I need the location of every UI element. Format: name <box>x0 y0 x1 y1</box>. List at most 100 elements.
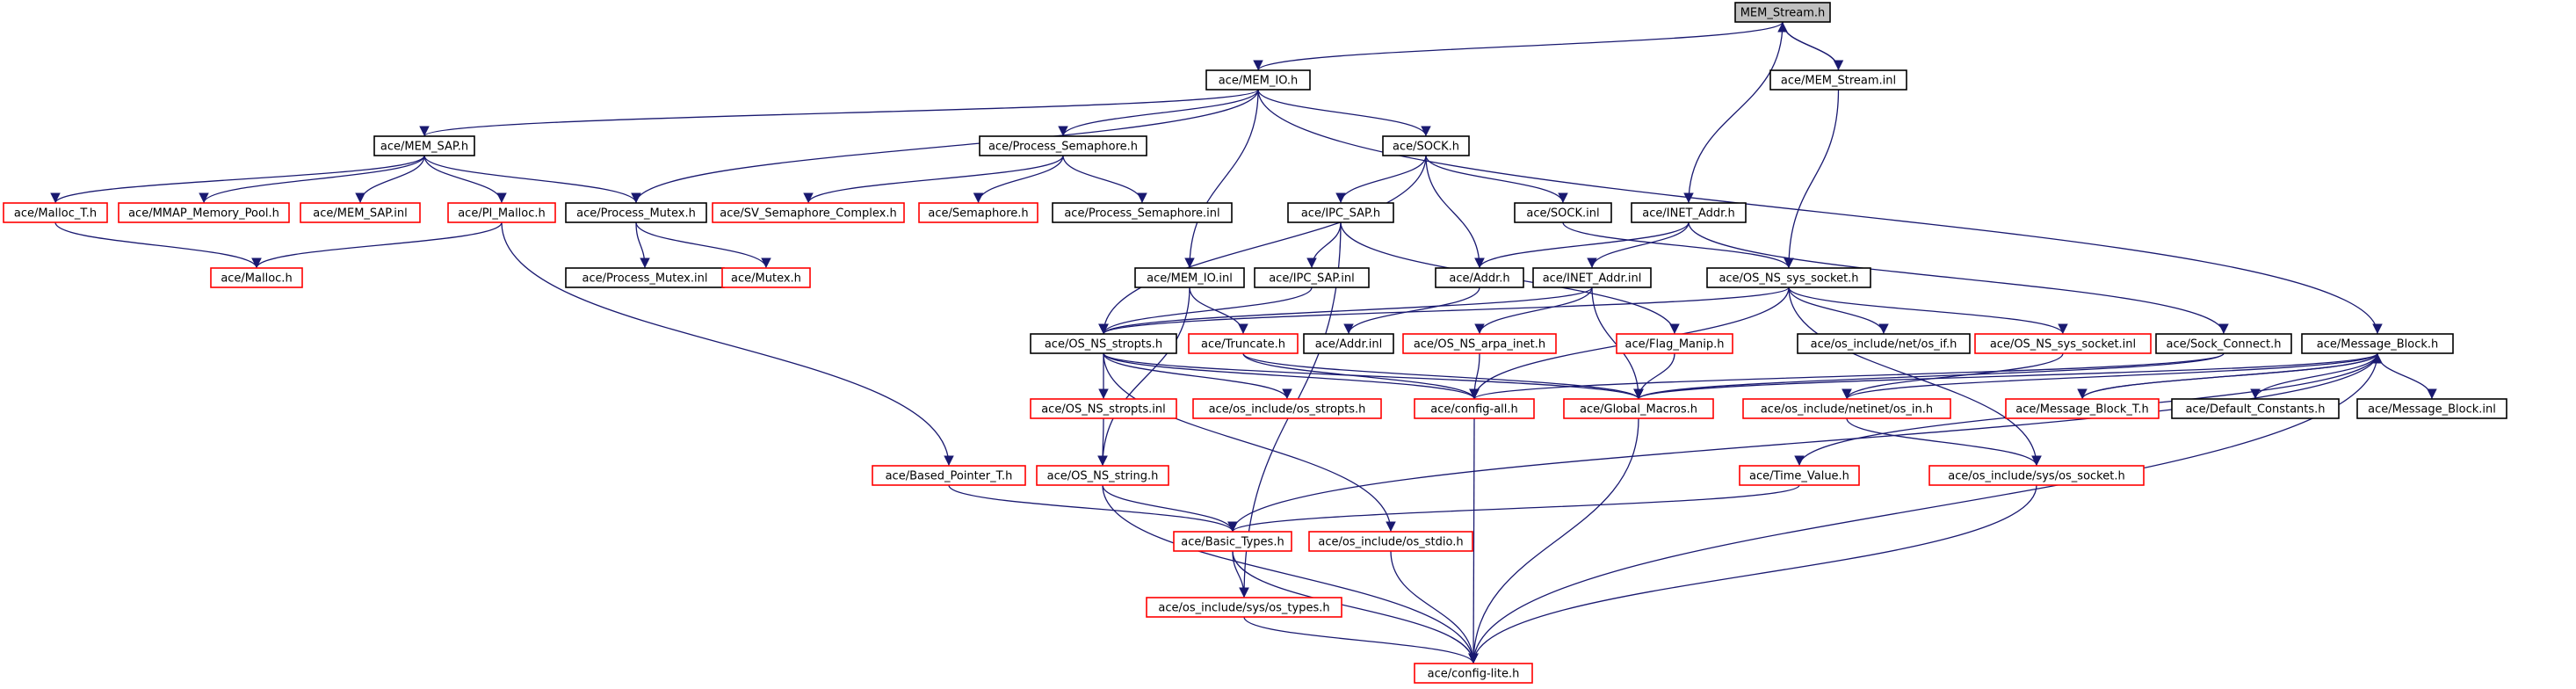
edge-ipc-sap-h-to-ipc-sap-inl <box>1306 221 1342 269</box>
node-box <box>1631 202 1747 223</box>
node-os-include-os-stropts-h[interactable]: ace/os_include/os_stropts.h <box>1192 398 1382 419</box>
node-mem-sap-h[interactable]: ace/MEM_SAP.h <box>373 135 475 156</box>
node-os-include-netinet-os-in-h[interactable]: ace/os_include/netinet/os_in.h <box>1742 398 1951 419</box>
edge-os-ns-stropts-h-to-os-include-os-stropts-h <box>1103 352 1292 400</box>
node-addr-h[interactable]: ace/Addr.h <box>1435 267 1524 288</box>
node-sock-h[interactable]: ace/SOCK.h <box>1382 135 1470 156</box>
node-box <box>1205 69 1311 91</box>
edge-config-all-h-to-config-lite-h <box>1468 417 1479 664</box>
node-malloc-h[interactable]: ace/Malloc.h <box>210 267 303 288</box>
node-box <box>373 135 475 156</box>
node-process-mutex-inl[interactable]: ace/Process_Mutex.inl <box>565 267 725 288</box>
node-time-value-h[interactable]: ace/Time_Value.h <box>1739 465 1860 486</box>
node-label: ace/INET_Addr.inl <box>1543 272 1642 286</box>
node-box <box>1308 531 1473 552</box>
node-os-ns-arpa-inet-h[interactable]: ace/OS_NS_arpa_inet.h <box>1402 333 1557 354</box>
node-mutex-h[interactable]: ace/Mutex.h <box>721 267 811 288</box>
node-config-all-h[interactable]: ace/config-all.h <box>1414 398 1535 419</box>
node-os-include-os-stdio-h[interactable]: ace/os_include/os_stdio.h <box>1308 531 1473 552</box>
edge-inet-addr-inl-to-os-ns-arpa-inet-h <box>1474 286 1593 335</box>
node-box <box>1036 465 1169 486</box>
edge-mem-sap-h-to-malloc-t-h <box>50 155 425 204</box>
node-flag-manip-h[interactable]: ace/Flag_Manip.h <box>1616 333 1733 354</box>
node-message-block-h[interactable]: ace/Message_Block.h <box>2301 333 2454 354</box>
node-box <box>1532 267 1652 288</box>
node-os-include-sys-os-types-h[interactable]: ace/os_include/sys/os_types.h <box>1146 597 1342 618</box>
node-ipc-sap-inl[interactable]: ace/IPC_SAP.inl <box>1254 267 1370 288</box>
node-os-include-sys-os-socket-h[interactable]: ace/os_include/sys/os_socket.h <box>1928 465 2145 486</box>
edge-sock-h-to-addr-h <box>1425 155 1485 269</box>
node-os-ns-sys-socket-inl[interactable]: ace/OS_NS_sys_socket.inl <box>1974 333 2152 354</box>
node-process-semaphore-inl[interactable]: ace/Process_Semaphore.inl <box>1052 202 1233 223</box>
node-global-macros-h[interactable]: ace/Global_Macros.h <box>1563 398 1714 419</box>
node-inet-addr-h[interactable]: ace/INET_Addr.h <box>1631 202 1747 223</box>
node-addr-inl[interactable]: ace/Addr.inl <box>1303 333 1394 354</box>
node-box <box>1769 69 1907 91</box>
node-label: ace/Addr.h <box>1449 272 1509 286</box>
node-semaphore-h[interactable]: ace/Semaphore.h <box>918 202 1038 223</box>
node-mem-io-h[interactable]: ace/MEM_IO.h <box>1205 69 1311 91</box>
node-label: ace/IPC_SAP.h <box>1301 207 1380 221</box>
edge-os-ns-stropts-h-to-config-all-h <box>1103 352 1480 400</box>
node-truncate-h[interactable]: ace/Truncate.h <box>1188 333 1299 354</box>
node-label: ace/Based_Pointer_T.h <box>886 470 1013 483</box>
node-box <box>1254 267 1370 288</box>
node-inet-addr-inl[interactable]: ace/INET_Addr.inl <box>1532 267 1652 288</box>
edge-based-pointer-t-h-to-basic-types-h <box>948 484 1238 533</box>
node-sv-semaphore-complex-h[interactable]: ace/SV_Semaphore_Complex.h <box>712 202 905 223</box>
node-box <box>979 135 1147 156</box>
node-based-pointer-t-h[interactable]: ace/Based_Pointer_T.h <box>872 465 1026 486</box>
node-os-ns-stropts-h[interactable]: ace/OS_NS_stropts.h <box>1030 333 1177 354</box>
node-sock-connect-h[interactable]: ace/Sock_Connect.h <box>2155 333 2292 354</box>
node-box <box>1706 267 1871 288</box>
node-label: ace/MEM_IO.inl <box>1147 272 1233 286</box>
node-label: ace/Message_Block.h <box>2317 338 2439 352</box>
node-mem-io-inl[interactable]: ace/MEM_IO.inl <box>1134 267 1245 288</box>
node-mmap-memory-pool-h[interactable]: ace/MMAP_Memory_Pool.h <box>118 202 290 223</box>
node-message-block-t-h[interactable]: ace/Message_Block_T.h <box>2005 398 2160 419</box>
node-config-lite-h[interactable]: ace/config-lite.h <box>1414 663 1533 684</box>
node-os-ns-sys-socket-h[interactable]: ace/OS_NS_sys_socket.h <box>1706 267 1871 288</box>
node-sock-inl[interactable]: ace/SOCK.inl <box>1514 202 1612 223</box>
node-label: ace/Semaphore.h <box>928 207 1028 221</box>
node-box <box>1414 663 1533 684</box>
node-label: ace/Malloc_T.h <box>14 207 97 221</box>
edge-process-semaphore-h-to-process-semaphore-inl <box>1062 155 1147 204</box>
node-process-semaphore-h[interactable]: ace/Process_Semaphore.h <box>979 135 1147 156</box>
edge-os-include-os-stdio-h-to-config-lite-h <box>1390 550 1479 664</box>
edge-process-mutex-h-to-process-mutex-inl <box>635 221 650 269</box>
node-label: ace/os_include/sys/os_types.h <box>1158 602 1329 615</box>
node-label: ace/os_include/net/os_if.h <box>1811 338 1957 352</box>
node-pi-malloc-h[interactable]: ace/PI_Malloc.h <box>447 202 556 223</box>
node-box <box>1739 465 1860 486</box>
node-mem-stream-h: MEM_Stream.h <box>1734 2 1831 23</box>
node-mem-stream-inl[interactable]: ace/MEM_Stream.inl <box>1769 69 1907 91</box>
node-label: ace/Flag_Manip.h <box>1625 338 1725 352</box>
edge-os-include-sys-os-types-h-to-config-lite-h <box>1243 616 1479 664</box>
edge-malloc-t-h-to-malloc-h <box>54 221 262 269</box>
node-basic-types-h[interactable]: ace/Basic_Types.h <box>1173 531 1292 552</box>
edge-process-semaphore-h-to-sv-semaphore-complex-h <box>803 155 1064 204</box>
node-box <box>2005 398 2160 419</box>
node-label: ace/Process_Semaphore.inl <box>1064 207 1219 221</box>
node-box <box>1742 398 1951 419</box>
node-box <box>1435 267 1524 288</box>
node-os-ns-stropts-inl[interactable]: ace/OS_NS_stropts.inl <box>1030 398 1177 419</box>
edge-basic-types-h-to-os-include-sys-os-types-h <box>1232 550 1249 598</box>
node-label: ace/os_include/sys/os_socket.h <box>1948 470 2124 483</box>
node-os-include-net-os-if-h[interactable]: ace/os_include/net/os_if.h <box>1797 333 1971 354</box>
edge-os-ns-string-h-to-basic-types-h <box>1102 484 1238 533</box>
node-malloc-t-h[interactable]: ace/Malloc_T.h <box>3 202 108 223</box>
node-box <box>2155 333 2292 354</box>
edge-inet-addr-h-to-inet-addr-inl <box>1587 221 1690 269</box>
node-process-mutex-h[interactable]: ace/Process_Mutex.h <box>565 202 707 223</box>
node-box <box>447 202 556 223</box>
edge-message-block-h-to-basic-types-h <box>1227 352 2378 533</box>
node-ipc-sap-h[interactable]: ace/IPC_SAP.h <box>1287 202 1394 223</box>
node-message-block-inl[interactable]: ace/Message_Block.inl <box>2356 398 2507 419</box>
edge-os-ns-sys-socket-h-to-os-ns-sys-socket-inl <box>1788 286 2068 335</box>
node-default-constants-h[interactable]: ace/Default_Constants.h <box>2171 398 2340 419</box>
node-os-ns-string-h[interactable]: ace/OS_NS_string.h <box>1036 465 1169 486</box>
node-mem-sap-inl[interactable]: ace/MEM_SAP.inl <box>300 202 421 223</box>
